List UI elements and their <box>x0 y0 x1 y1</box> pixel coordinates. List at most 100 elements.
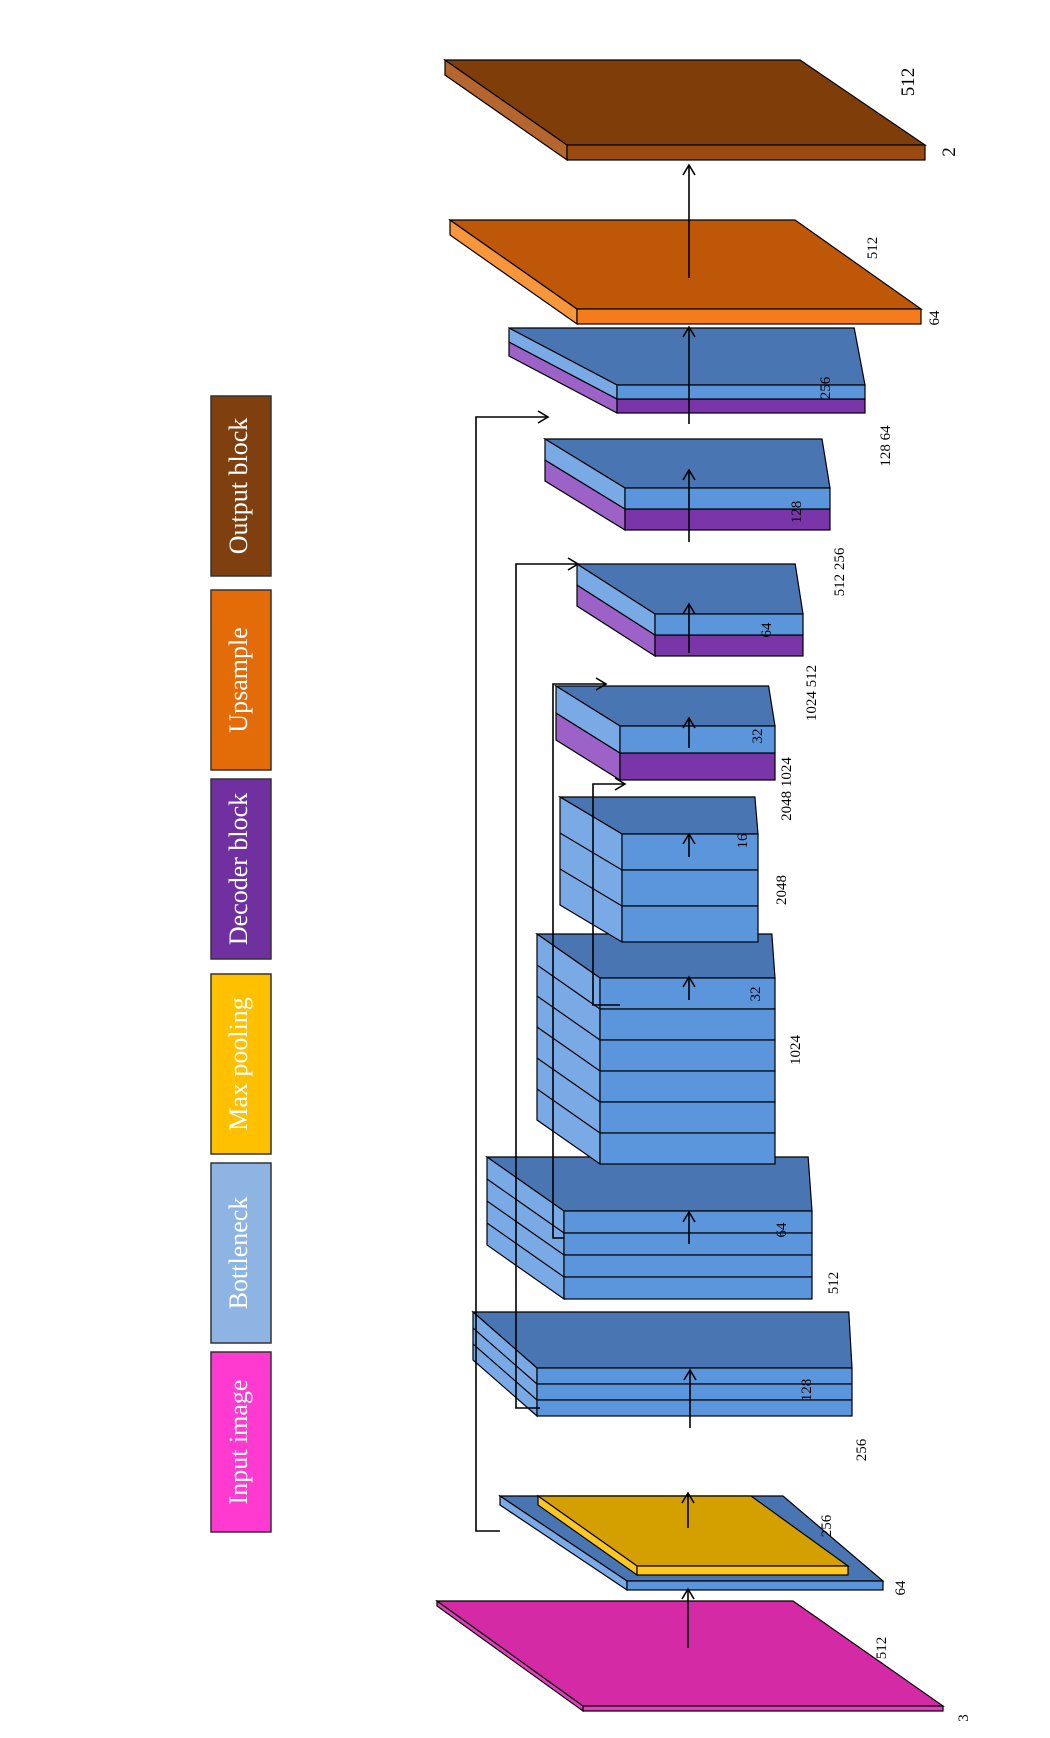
layer2-side-divider <box>486 1200 565 1256</box>
dec2-bottleneck-front <box>654 613 804 636</box>
skip-layer1-to-dec3 <box>515 557 580 1409</box>
layer1-dim-channels: 256 <box>854 1438 870 1461</box>
dec3-bottleneck-front <box>624 487 831 510</box>
block-layer1 <box>471 1310 853 1418</box>
skip-layer2-to-dec2 <box>552 677 608 1239</box>
layer1-dim-width: 128 <box>799 1379 815 1402</box>
dec2-decoder-front <box>654 634 804 657</box>
legend-label-decoder-block: Decoder block <box>224 793 253 945</box>
legend-label-max-pooling: Max pooling <box>224 997 253 1131</box>
block-layer2 <box>485 1155 813 1301</box>
output-dim-width: 512 <box>898 68 919 97</box>
layer4-front-slice <box>621 905 759 943</box>
legend-item-output-block: Output block <box>210 395 272 577</box>
legend-swatch-upsample <box>210 589 272 771</box>
layer3-side-divider <box>536 1088 601 1134</box>
input-dim-channels: 3 <box>956 1714 972 1722</box>
dec4-dim-channels: 128 64 <box>878 425 894 467</box>
layer3-front-slice <box>599 1101 776 1134</box>
encoder-stacks <box>471 795 853 1418</box>
input-front-face <box>582 1705 944 1712</box>
output-dim-channels: 2 <box>939 147 960 157</box>
dec3-dim-width: 128 <box>789 501 805 524</box>
legend-item-decoder-block: Decoder block <box>210 778 272 960</box>
dec1-dim-width: 32 <box>750 729 766 744</box>
layer2-front-slice <box>563 1254 813 1278</box>
legend-item-input-image: Input image <box>210 1351 272 1533</box>
block-dec2 <box>574 562 804 658</box>
layer2-dim-channels: 512 <box>826 1272 842 1295</box>
layer3-front-slice <box>599 1132 776 1165</box>
dec1-decoder-front <box>619 752 776 781</box>
block-input-image <box>435 1599 945 1713</box>
layer2-front-slice <box>563 1276 813 1300</box>
legend-label-bottleneck: Bottleneck <box>224 1197 253 1310</box>
layer3-dim-width: 32 <box>748 987 764 1002</box>
dec1-bottleneck-front <box>619 725 776 754</box>
legend-swatch-output-block <box>210 395 272 577</box>
layer1-side-divider <box>472 1327 538 1385</box>
legend-swatch-max-pooling <box>210 973 272 1155</box>
legend-item-upsample: Upsample <box>210 589 272 771</box>
block-layer4 <box>557 795 759 944</box>
dec4-dim-width: 256 <box>818 376 834 399</box>
legend-label-upsample: Upsample <box>224 627 253 732</box>
layer3-side-divider <box>536 1026 601 1072</box>
legend-swatch-decoder-block <box>210 778 272 960</box>
layer3-side-divider <box>536 964 601 1010</box>
input-top-face <box>435 1600 945 1707</box>
upsample-top-face <box>448 219 923 310</box>
block-output <box>443 58 927 162</box>
dec2-dim-channels: 1024 512 <box>804 665 820 721</box>
layer2-dim-width: 64 <box>774 1222 790 1238</box>
input-dim-width: 512 <box>874 1637 890 1660</box>
output-front-face <box>566 144 926 161</box>
output-top-face <box>443 59 927 146</box>
layer1-top-face <box>471 1311 853 1369</box>
upsample-dim-channels: 64 <box>927 310 943 326</box>
layer4-front-slice <box>621 869 759 907</box>
layer3-side-divider <box>536 1057 601 1103</box>
dimension-labels: 512 3 256 64 128 256 64 512 32 1024 16 2… <box>735 68 972 1722</box>
skip-conv1-to-dec4 <box>475 410 550 1532</box>
dec2-dim-width: 64 <box>759 622 775 638</box>
conv1-dim-channels: 64 <box>893 1580 909 1596</box>
layer3-front-slice <box>599 1008 776 1041</box>
dec3-dim-channels: 512 256 <box>832 547 848 596</box>
block-dec1 <box>553 684 776 782</box>
block-dec4 <box>508 327 866 414</box>
decoder-blocks <box>508 327 866 782</box>
block-upsample <box>448 218 923 326</box>
dec4-decoder-front <box>616 398 866 414</box>
layer4-side-divider <box>559 868 623 907</box>
layer1-front-slice <box>536 1399 853 1417</box>
layer3-dim-channels: 1024 <box>788 1035 804 1066</box>
layer3-side-divider <box>536 995 601 1041</box>
legend-label-output-block: Output block <box>224 418 253 555</box>
layer3-front-slice <box>599 1070 776 1103</box>
maxpool-front-face <box>636 1565 849 1576</box>
layer4-side-divider <box>559 832 623 871</box>
conv1-front-face <box>626 1580 884 1591</box>
layer4-dim-channels: 2048 <box>774 875 790 905</box>
dec1-dim-channels: 2048 1024 <box>779 757 795 821</box>
block-max-pooling <box>536 1494 850 1577</box>
legend-swatch-bottleneck <box>210 1162 272 1344</box>
legend: Input image Bottleneck Max pooling Decod… <box>210 395 272 1533</box>
block-dec3 <box>542 437 831 532</box>
upsample-front-face <box>576 308 922 325</box>
block-layer3 <box>535 932 776 1166</box>
legend-swatch-input-image <box>210 1351 272 1533</box>
legend-label-input-image: Input image <box>224 1380 253 1505</box>
layer1-side-divider <box>472 1343 538 1401</box>
layer4-dim-width: 16 <box>735 833 751 849</box>
skip-layer3-to-dec1 <box>592 777 627 1006</box>
layer2-side-divider <box>486 1222 565 1278</box>
conv1-dim-width: 256 <box>819 1514 835 1537</box>
layer2-side-divider <box>486 1178 565 1234</box>
upsample-dim-width: 512 <box>865 237 881 260</box>
skip-connections <box>475 410 627 1532</box>
legend-item-bottleneck: Bottleneck <box>210 1162 272 1344</box>
dec4-bottleneck-front <box>616 384 866 400</box>
